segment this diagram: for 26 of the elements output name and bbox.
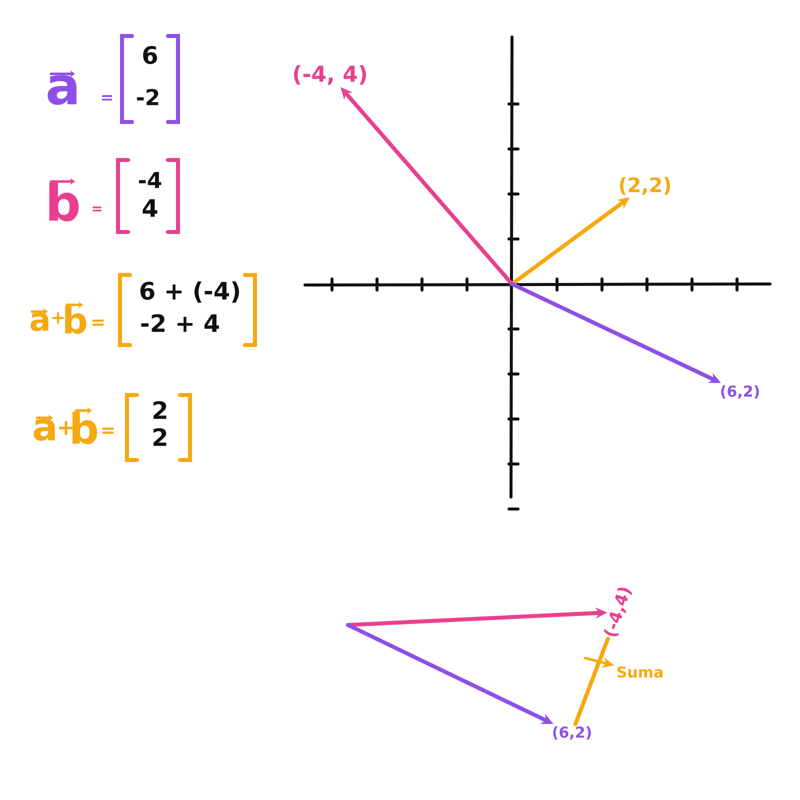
- vector-symbol: a: [48, 75, 76, 105]
- vector-symbol: b: [72, 412, 98, 444]
- vector-symbol: b: [49, 182, 79, 222]
- math-text: =: [92, 206, 102, 212]
- point-label: (2,2): [620, 177, 670, 195]
- math-text: =: [102, 428, 114, 434]
- vector-symbol: b: [65, 306, 86, 334]
- point-label: (-4, 4): [294, 65, 366, 85]
- point-label: (-4,4): [604, 588, 632, 636]
- point-label: (6,2): [721, 385, 759, 399]
- math-text: +: [59, 421, 73, 435]
- math-text: -4: [138, 172, 162, 188]
- point-label: (6,2): [553, 726, 591, 740]
- vector-symbol: a: [30, 312, 48, 332]
- point-label: Suma: [617, 666, 662, 678]
- math-text: 2: [154, 401, 166, 419]
- math-text: 6: [143, 46, 158, 64]
- math-text: 4: [142, 199, 158, 217]
- math-text: -2: [136, 88, 158, 106]
- math-text: -2 + 4: [141, 314, 219, 332]
- math-text: =: [92, 320, 104, 326]
- math-text: +: [52, 312, 64, 324]
- math-text: 6 + (-4): [140, 281, 239, 303]
- math-text: =: [102, 95, 112, 101]
- math-text: 2: [154, 428, 166, 446]
- vector-symbol: a: [34, 419, 55, 441]
